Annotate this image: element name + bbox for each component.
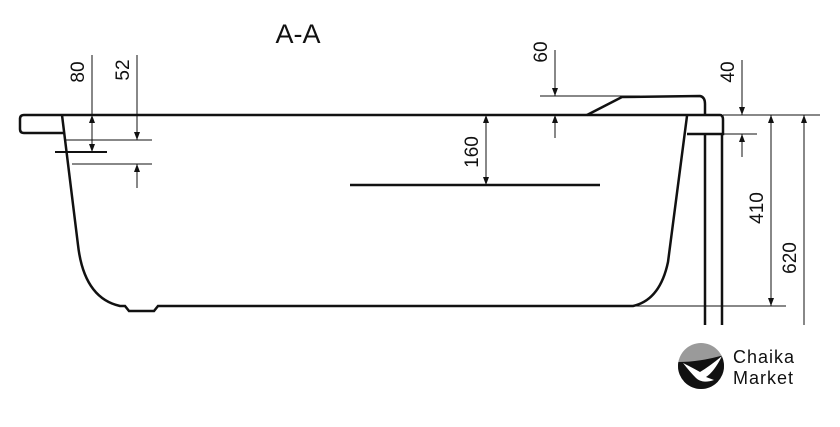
dim-620: 620 (780, 242, 801, 274)
brand-logo: Chaika Market (678, 343, 795, 389)
dim-40: 40 (718, 61, 739, 82)
bathtub-outline (18, 94, 725, 325)
logo-line1: Chaika (733, 347, 795, 367)
dim-60: 60 (531, 41, 552, 62)
seagull-icon (678, 343, 724, 389)
dim-410: 410 (747, 192, 768, 224)
section-title: A-A (275, 19, 320, 49)
dim-52: 52 (113, 59, 134, 80)
dimension-labels: 80 52 160 60 40 410 620 (68, 41, 801, 273)
dim-80: 80 (68, 61, 89, 82)
dim-160: 160 (462, 136, 483, 168)
logo-line2: Market (733, 368, 794, 388)
dimension-lines (55, 50, 820, 325)
